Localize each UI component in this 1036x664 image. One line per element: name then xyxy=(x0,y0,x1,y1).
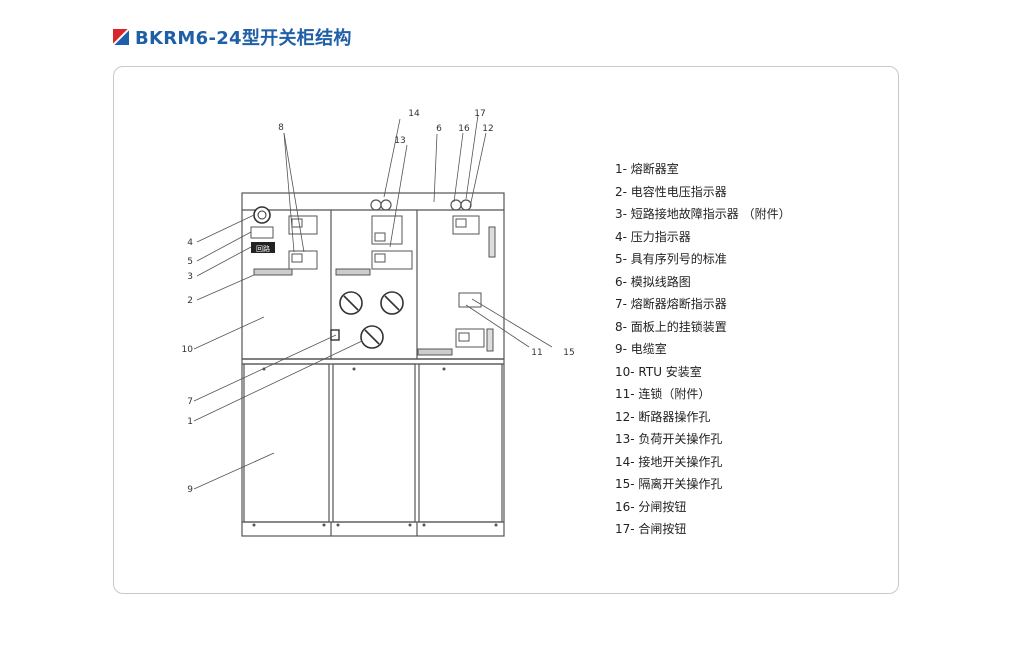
callout-9: 9 xyxy=(187,485,193,495)
pressure-gauge-icon xyxy=(253,206,271,224)
callout-12: 12 xyxy=(482,124,493,134)
legend-item: 5- 具有序列号的标准 xyxy=(615,252,727,266)
callout-5: 5 xyxy=(187,257,193,267)
legend-item: 10- RTU 安装室 xyxy=(615,364,702,379)
switchgear-drawing: 回路 xyxy=(182,109,575,537)
legend-item: 9- 电缆室 xyxy=(615,342,667,356)
callout-10: 10 xyxy=(182,345,194,355)
legend-item: 7- 熔断器熔断指示器 xyxy=(615,297,727,311)
callout-8: 8 xyxy=(278,123,284,133)
diagram-panel: 回路 xyxy=(113,66,899,594)
legend-item: 6- 模拟线路图 xyxy=(615,274,691,289)
callout-16: 16 xyxy=(458,124,470,134)
legend-item: 16- 分闸按钮 xyxy=(615,499,687,514)
callout-13: 13 xyxy=(394,136,405,146)
page-title: BKRM6-24型开关柜结构 xyxy=(135,28,352,49)
callout-15: 15 xyxy=(563,348,574,358)
cable-room-door-2 xyxy=(332,363,416,523)
callout-17: 17 xyxy=(474,109,485,119)
callout-11: 11 xyxy=(531,348,542,358)
cable-room-door-1 xyxy=(243,363,330,523)
legend-list: 1- 熔断器室 2- 电容性电压指示器 3- 短路接地故障指示器 （附件） 4-… xyxy=(615,158,791,541)
callout-4: 4 xyxy=(187,238,193,248)
counter-label: 回路 xyxy=(256,244,270,253)
counter-label-box xyxy=(251,242,275,253)
legend-item: 4- 压力指示器 xyxy=(615,229,691,244)
callout-3: 3 xyxy=(187,272,193,282)
legend-item: 3- 短路接地故障指示器 （附件） xyxy=(615,207,791,221)
callout-2: 2 xyxy=(187,296,193,306)
legend-item: 12- 断路器操作孔 xyxy=(615,409,711,424)
legend-item: 15- 隔离开关操作孔 xyxy=(615,477,723,491)
red-blue-square-icon xyxy=(112,28,130,46)
callout-6: 6 xyxy=(436,124,442,134)
legend-item: 11- 连锁（附件） xyxy=(615,387,711,401)
callout-14: 14 xyxy=(408,109,420,119)
callout-7: 7 xyxy=(187,397,193,407)
legend-item: 13- 负荷开关操作孔 xyxy=(615,432,723,446)
page-heading: BKRM6-24型开关柜结构 xyxy=(112,24,352,50)
legend-item: 1- 熔断器室 xyxy=(615,162,679,176)
legend-item: 8- 面板上的挂锁装置 xyxy=(615,319,727,334)
cable-room-door-3 xyxy=(418,363,503,523)
legend-item: 17- 合闸按钮 xyxy=(615,522,687,536)
legend-item: 2- 电容性电压指示器 xyxy=(615,184,727,199)
callout-1: 1 xyxy=(187,417,193,427)
legend-item: 14- 接地开关操作孔 xyxy=(615,454,723,469)
